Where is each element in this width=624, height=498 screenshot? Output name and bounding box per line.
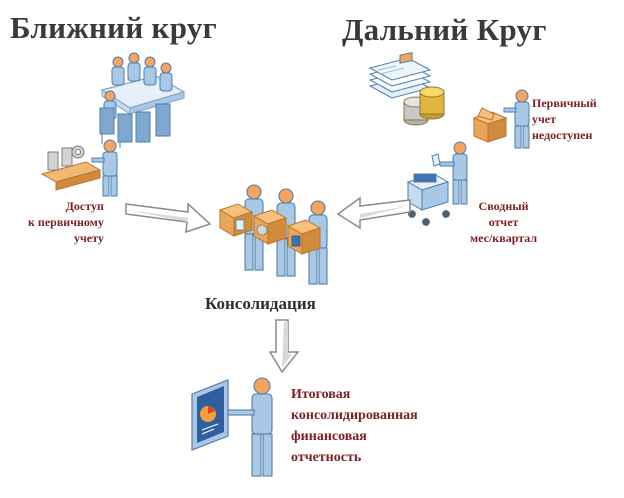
far-summary-note: Сводный отчет мес/квартал [470, 199, 538, 245]
arrow-down-icon [268, 319, 300, 374]
meeting-room-icon [99, 52, 186, 148]
result-label: Итоговая консолидированная финансовая от… [291, 387, 418, 465]
consolidation-label: Консолидация [205, 294, 316, 313]
arrow-right-icon [125, 202, 212, 234]
presentation-worker-icon [191, 377, 273, 477]
title-near-circle: Ближний круг [10, 10, 218, 45]
conveyor-worker-icon [40, 139, 118, 197]
near-access-note: Доступ к первичному учету [28, 199, 104, 245]
coins-icon [403, 86, 445, 126]
boxes-worker-icon [472, 89, 530, 149]
consolidation-team-icon [218, 184, 328, 285]
arrow-left-icon [336, 196, 411, 230]
title-far-circle: Дальний Круг [342, 12, 547, 47]
far-primary-note: Первичный учет недоступен [532, 96, 597, 142]
documents-icon [368, 52, 432, 99]
cart-worker-icon [406, 141, 468, 226]
